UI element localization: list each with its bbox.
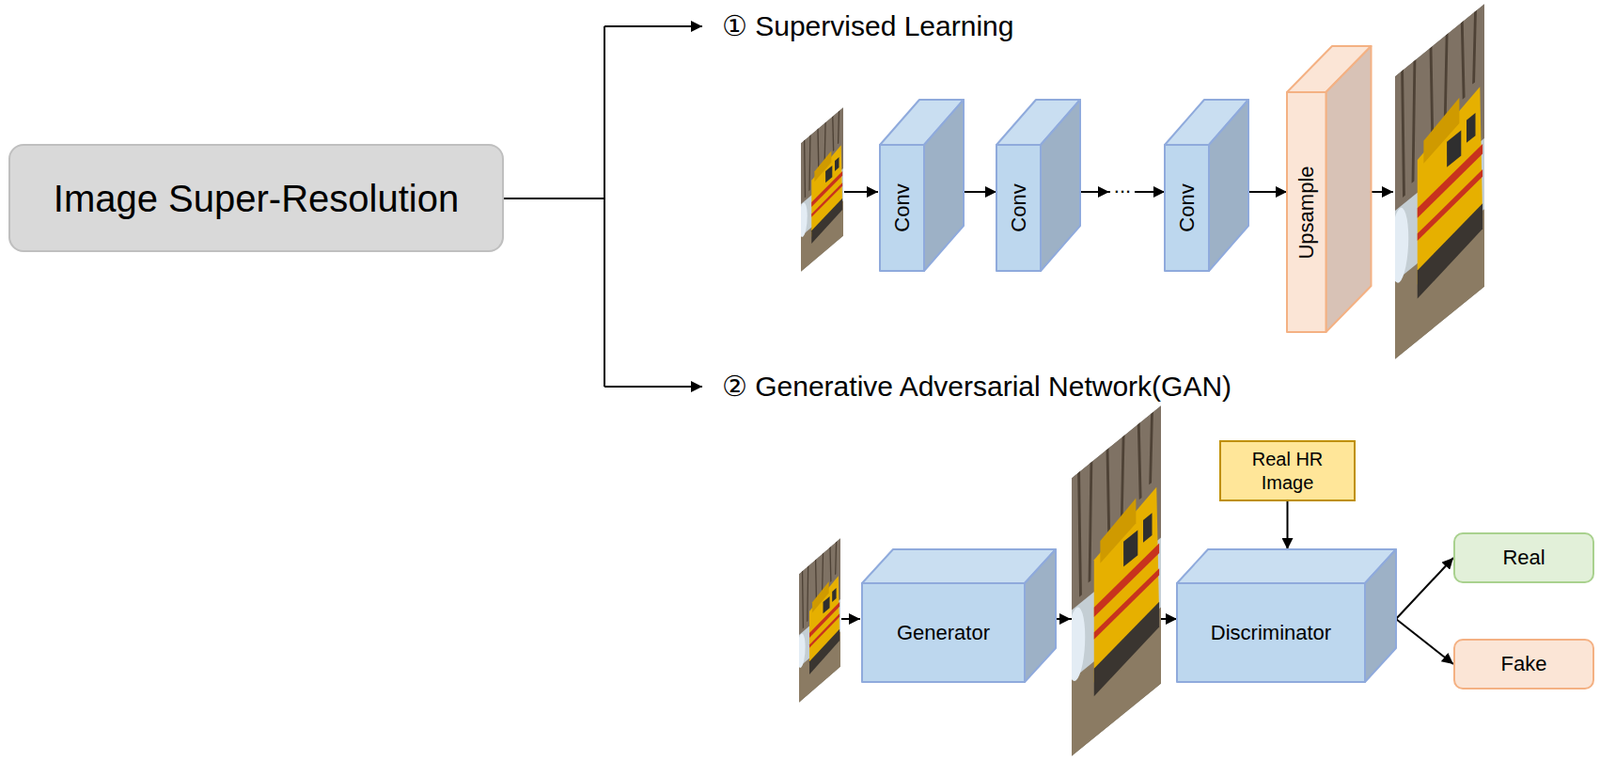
node-text: Conv [1005,183,1033,232]
low-res-image [799,107,844,274]
block-side-face [1364,549,1397,682]
section-heading: ① Supervised Learning [721,9,1014,44]
flow-arrow [1396,618,1454,664]
flow-arrow [1396,557,1454,619]
text-group: Discriminator [1210,619,1332,646]
node-text: Discriminator [1210,619,1332,646]
block-front-face [879,144,925,271]
hr-image-box: Real HR Image [1219,439,1356,502]
node-text: Fake [1501,650,1548,677]
upsample-layer: Upsample [1286,46,1372,332]
block-side-face [1040,99,1081,271]
generator-block: Generator [862,549,1056,682]
conv-layer: Conv [1164,99,1249,271]
block-front-face [996,144,1041,271]
fake-output-box: Fake [1453,638,1595,690]
branch-bracket [503,26,703,387]
text-group: Real HR Image [1242,447,1334,495]
text-group: Image Super-Resolution [53,174,459,222]
text-group: Upsample [1293,165,1320,259]
block-3d-outline [862,549,1056,682]
low-res-image [797,537,841,705]
flow-arrow [963,190,997,193]
generated-image [1066,405,1161,760]
node-text: Generator [896,619,990,646]
node-text: Image Super-Resolution [53,174,459,222]
block-front-face [862,582,1025,682]
section-heading: ② Generative Adversarial Network(GAN) [721,369,1232,404]
high-res-image [1390,3,1485,363]
flow-arrow [844,190,879,193]
node-text: Conv [889,183,916,232]
bracket-arrow [604,385,703,388]
real-output-box: Real [1453,532,1595,583]
flow-arrow [1371,190,1394,193]
node-text: Conv [1174,183,1201,232]
text-group: Conv [1174,183,1201,232]
conv-layer: Conv [879,99,964,271]
block-side-face [1024,549,1056,682]
ellipsis-label: ... [1110,173,1135,199]
discriminator-block: Discriminator [1176,549,1397,682]
block-top-face [862,549,1056,583]
block-front-face [1164,144,1209,271]
block-side-face [1208,99,1249,271]
text-group: Generator [896,619,990,646]
conv-layer: Conv [996,99,1081,271]
arrow-head [1059,612,1071,625]
text-group: Real [1502,544,1545,571]
node-text: Real [1502,544,1545,571]
bracket-arrow [604,25,703,28]
block-side-face [1326,46,1372,332]
bracket-line [603,26,606,387]
block-front-face [1286,92,1327,332]
text-group: Fake [1501,650,1548,677]
node-text: Real HR Image [1242,447,1334,495]
topic-box: Image Super-Resolution [8,143,504,252]
block-side-face [924,99,964,271]
text-group: Conv [1005,183,1033,232]
block-front-face [1176,582,1365,682]
block-top-face [1176,549,1397,583]
flow-arrow [841,617,861,620]
text-group: Conv [889,183,916,232]
flow-arrow [1286,501,1289,550]
block-3d-outline [1176,549,1397,682]
node-text: Upsample [1293,165,1320,259]
arrow-head [1098,186,1110,198]
flow-arrow [1248,190,1287,193]
bracket-line [503,197,605,200]
